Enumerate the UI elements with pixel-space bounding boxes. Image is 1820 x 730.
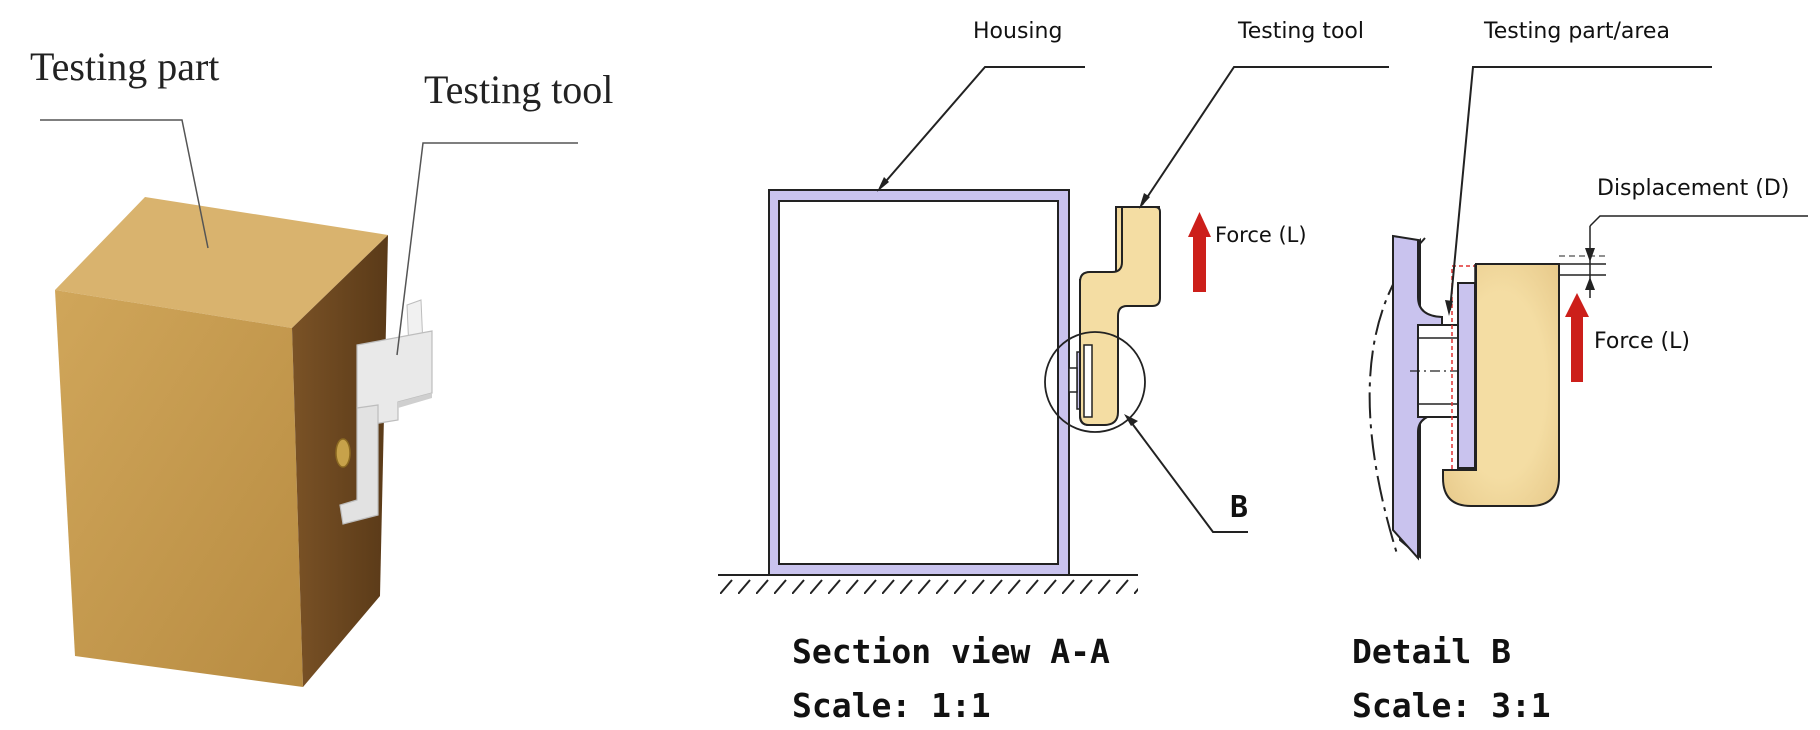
label-detail-force: Force (L) xyxy=(1594,329,1690,354)
block-top-face xyxy=(55,197,388,328)
detail-view: Displacement (D) Force (L) Testing part/… xyxy=(1352,19,1808,725)
leader-section-tool xyxy=(1141,66,1389,206)
section-clip-nut xyxy=(1068,367,1078,393)
label-housing: Housing xyxy=(973,19,1062,44)
housing-wall xyxy=(768,189,1070,576)
section-force-arrow xyxy=(1188,212,1211,292)
caption-detail-title: Detail B xyxy=(1352,632,1511,671)
leader-section-tool-arrowhead xyxy=(1139,193,1150,209)
label-testing-part: Testing part xyxy=(30,44,219,89)
detail-clip-plate xyxy=(1457,282,1476,469)
iso-view: Testing part Testing tool xyxy=(30,44,613,687)
caption-section-title: Section view A-A xyxy=(792,632,1110,671)
leader-displacement xyxy=(1589,215,1808,227)
label-testing-tool-iso: Testing tool xyxy=(424,67,613,112)
caption-detail-scale: Scale: 3:1 xyxy=(1352,686,1551,725)
label-displacement: Displacement (D) xyxy=(1597,176,1789,201)
leader-housing-arrowhead xyxy=(877,177,889,192)
section-view: Force (L) B Housing Testing tool Section… xyxy=(718,19,1389,725)
displacement-arrow-down xyxy=(1585,248,1595,262)
detail-testing-tool xyxy=(1442,263,1560,507)
block-front-face xyxy=(55,290,303,687)
leader-housing xyxy=(879,66,1085,189)
section-tool-shape xyxy=(1079,206,1161,426)
leader-testing-area-arrowhead xyxy=(1445,300,1453,316)
caption-section-scale: Scale: 1:1 xyxy=(792,686,991,725)
leader-detail-b xyxy=(1127,417,1248,533)
leader-testing-part xyxy=(40,119,209,249)
leader-testing-tool xyxy=(396,142,578,356)
detail-break-arc xyxy=(1368,237,1426,558)
tool-shadow-edge xyxy=(398,393,432,408)
label-testing-area: Testing part/area xyxy=(1483,19,1670,44)
label-detail-b-callout: B xyxy=(1230,490,1248,525)
displacement-arrow-up xyxy=(1585,277,1595,290)
label-testing-tool-section: Testing tool xyxy=(1237,19,1364,44)
detail-force-arrow xyxy=(1565,293,1589,382)
label-section-force: Force (L) xyxy=(1215,223,1307,247)
brass-pin xyxy=(335,438,351,468)
leader-testing-area xyxy=(1449,66,1712,311)
ground-hatch xyxy=(718,575,1138,595)
testing-tool-3d xyxy=(339,299,433,525)
tool-lower-leg xyxy=(339,404,379,525)
detail-circle xyxy=(1044,331,1146,433)
section-tool-slot xyxy=(1083,344,1093,418)
leader-detail-b-arrowhead xyxy=(1124,414,1138,426)
